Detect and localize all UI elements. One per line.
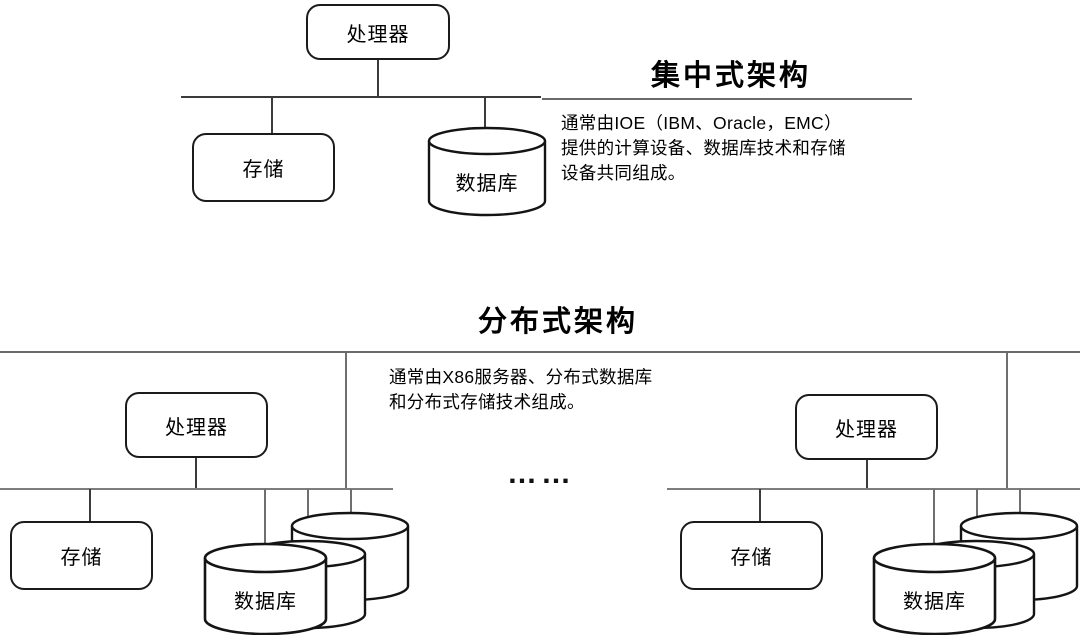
distributed-right-storage-label: 存储 (730, 547, 773, 569)
distributed-left-database-connector-2 (307, 489, 310, 539)
distributed-right-processor-box: 处理器 (795, 394, 938, 460)
distributed-right-bus-line (667, 488, 1080, 491)
distributed-right-storage-box: 存储 (680, 521, 823, 590)
distributed-top-bus-line (0, 351, 1080, 354)
centralized-storage-box: 存储 (192, 133, 335, 202)
distributed-right-database-connector-1 (933, 489, 936, 554)
distributed-left-database-cylinder-front: 数据库 (203, 542, 328, 635)
distributed-left-storage-box: 存储 (10, 521, 153, 590)
distributed-left-storage-label: 存储 (60, 547, 103, 569)
distributed-left-processor-label: 处理器 (165, 416, 228, 439)
distributed-right-trunk-connector (1006, 353, 1009, 488)
centralized-processor-connector (377, 60, 379, 97)
centralized-bus-line (181, 96, 541, 98)
distributed-right-database-cylinder-front: 数据库 (872, 542, 997, 635)
centralized-title: 集中式架构 (651, 60, 812, 92)
centralized-database-connector (484, 97, 486, 133)
distributed-right-processor-label: 处理器 (835, 418, 898, 441)
distributed-right-database-connector-2 (976, 489, 979, 539)
centralized-processor-box: 处理器 (306, 4, 450, 60)
distributed-left-trunk-connector (345, 353, 348, 488)
distributed-left-processor-box: 处理器 (125, 392, 268, 458)
centralized-database-cylinder: 数据库 (427, 126, 547, 217)
centralized-title-rule (542, 98, 912, 101)
distributed-description: 通常由X86服务器、分布式数据库 和分布式存储技术组成。 (389, 367, 653, 412)
distributed-left-database-connector-1 (264, 489, 267, 554)
distributed-left-processor-connector (195, 458, 197, 489)
distributed-left-storage-connector (89, 489, 91, 521)
distributed-title: 分布式架构 (478, 306, 639, 338)
cluster-ellipsis: …… (507, 457, 575, 490)
distributed-right-processor-connector (866, 460, 868, 489)
centralized-description: 通常由IOE（IBM、Oracle，EMC） 提供的计算设备、数据库技术和存储 … (561, 113, 846, 183)
distributed-left-database-connector-3 (350, 489, 353, 525)
centralized-storage-connector (271, 97, 273, 134)
centralized-storage-label: 存储 (242, 159, 285, 181)
distributed-right-storage-connector (759, 489, 761, 521)
distributed-right-database-connector-3 (1019, 489, 1022, 525)
distributed-left-bus-line (0, 488, 393, 491)
centralized-processor-label: 处理器 (346, 23, 410, 46)
